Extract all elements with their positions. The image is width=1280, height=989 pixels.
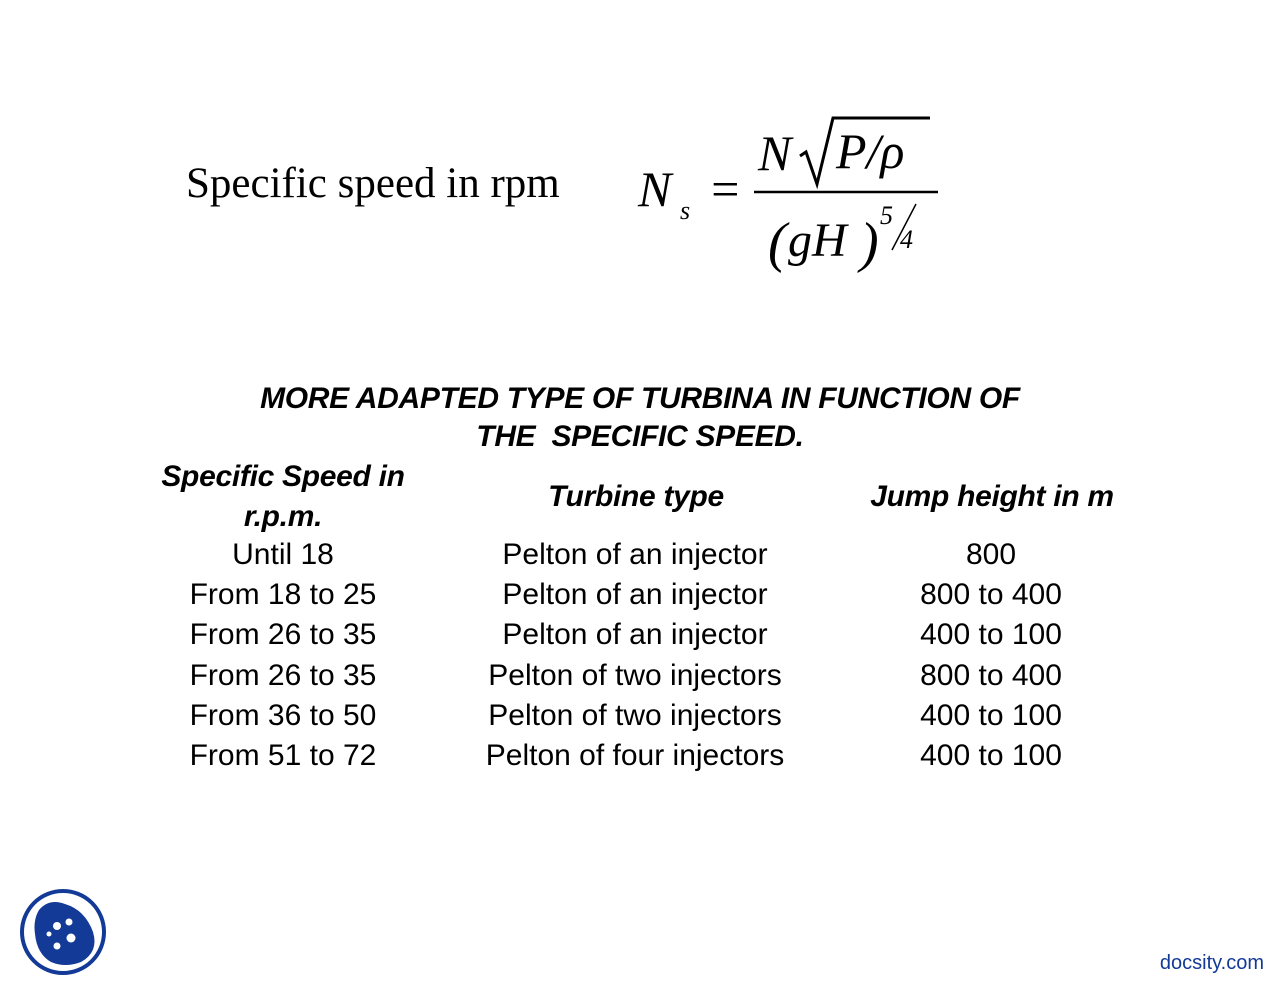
cell-jump-height: 800 to 400: [920, 578, 1062, 612]
header-turbine-type: Turbine type: [548, 480, 724, 513]
brand-link[interactable]: docsity.com: [1159, 952, 1264, 974]
cell-turbine-type: Pelton of an injector: [502, 538, 768, 571]
specific-speed-formula: N s = N P/ρ ( gH ) 5 4: [630, 106, 950, 286]
cell-turbine-type: Pelton of four injectors: [485, 738, 785, 772]
cell-jump-height: 400 to 100: [920, 618, 1062, 652]
cell-specific-speed: From 36 to 50: [189, 698, 377, 732]
cell-turbine-type: Pelton of an injector: [502, 618, 768, 652]
header-jump-height: Jump height in m: [870, 480, 1114, 513]
header-specific-speed-line2: r.p.m.: [243, 500, 323, 533]
formula-equals: =: [708, 161, 742, 217]
table-body: Until 18 Pelton of an injector 800 From …: [0, 535, 1280, 776]
table-row: From 26 to 35 Pelton of two injectors 80…: [0, 656, 1280, 696]
cell-specific-speed: From 51 to 72: [189, 738, 377, 772]
docsity-logo-icon[interactable]: [19, 888, 107, 976]
table-row: Until 18 Pelton of an injector 800: [0, 535, 1280, 575]
formula-label: Specific speed in rpm: [186, 160, 560, 207]
cell-jump-height: 400 to 100: [920, 698, 1062, 732]
cell-specific-speed: From 26 to 35: [189, 618, 377, 652]
formula-exponent-numerator: 5: [880, 201, 893, 230]
cell-jump-height: 400 to 100: [920, 738, 1062, 772]
table-row: From 26 to 35 Pelton of an injector 400 …: [0, 615, 1280, 655]
formula-numerator-n: N: [757, 125, 794, 181]
formula-radicand: P/ρ: [835, 123, 904, 179]
cell-jump-height: 800: [965, 538, 1017, 571]
formula-left-paren: (: [768, 212, 790, 274]
table-row: From 36 to 50 Pelton of two injectors 40…: [0, 696, 1280, 736]
table-row: From 51 to 72 Pelton of four injectors 4…: [0, 736, 1280, 776]
sqrt-radical: [799, 116, 930, 190]
cell-turbine-type: Pelton of two injectors: [488, 698, 782, 732]
table-row: From 18 to 25 Pelton of an injector 800 …: [0, 575, 1280, 615]
exponent-slash: [891, 203, 917, 251]
cell-specific-speed: Until 18: [232, 538, 334, 571]
header-specific-speed: Specific Speed in r.p.m.: [133, 457, 433, 537]
formula-lhs: N: [637, 161, 674, 217]
formula-right-paren: ): [857, 212, 879, 274]
formula-lhs-subscript: s: [680, 196, 690, 225]
table-title-line2: THE SPECIFIC SPEED.: [476, 420, 804, 453]
cell-turbine-type: Pelton of two injectors: [488, 658, 782, 692]
table-title-line1: MORE ADAPTED TYPE OF TURBINA IN FUNCTION…: [260, 382, 1020, 415]
header-specific-speed-line1: Specific Speed in: [161, 460, 405, 493]
cell-specific-speed: From 18 to 25: [189, 578, 377, 612]
cell-turbine-type: Pelton of an injector: [502, 578, 768, 612]
cell-specific-speed: From 26 to 35: [189, 658, 377, 692]
cell-jump-height: 800 to 400: [920, 658, 1062, 692]
formula-exponent-denominator: 4: [900, 225, 913, 254]
table-title: MORE ADAPTED TYPE OF TURBINA IN FUNCTION…: [140, 380, 1140, 456]
formula-denominator: gH: [788, 214, 849, 267]
